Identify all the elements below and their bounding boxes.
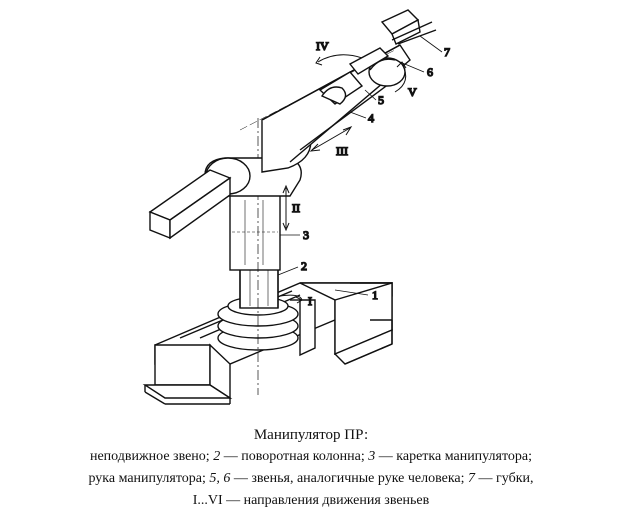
rear-bar	[148, 169, 232, 240]
caption-line-3: I...VI — направления движения звеньев	[192, 493, 430, 508]
direction-II: II	[292, 201, 300, 215]
direction-I: I	[308, 294, 312, 308]
label-2: 2	[301, 259, 307, 273]
caption-line-2: рука манипулятора; 5, 6 — звенья, аналог…	[88, 471, 534, 486]
leader-lines	[277, 35, 443, 296]
carriage	[221, 184, 289, 271]
label-7: 7	[444, 45, 450, 59]
manipulator-diagram: 1 2 3 4 5 6 7 I II III IV V	[142, 9, 451, 405]
figure-caption: Манипулятор ПР: неподвижное звено; 2 — п…	[0, 424, 622, 512]
direction-IV: IV	[316, 39, 329, 53]
caption-line-1: неподвижное звено; 2 — поворотная колонн…	[89, 449, 533, 464]
direction-V: V	[408, 85, 417, 99]
label-6: 6	[427, 65, 433, 79]
direction-III: III	[336, 144, 348, 158]
caption-title: Манипулятор ПР:	[253, 427, 369, 443]
motion-arrows	[279, 54, 407, 304]
base-link	[142, 282, 393, 405]
label-4: 4	[368, 111, 374, 125]
label-3: 3	[303, 228, 309, 242]
label-5: 5	[378, 93, 384, 107]
wrist-and-gripper	[318, 9, 437, 105]
label-1: 1	[372, 288, 378, 302]
